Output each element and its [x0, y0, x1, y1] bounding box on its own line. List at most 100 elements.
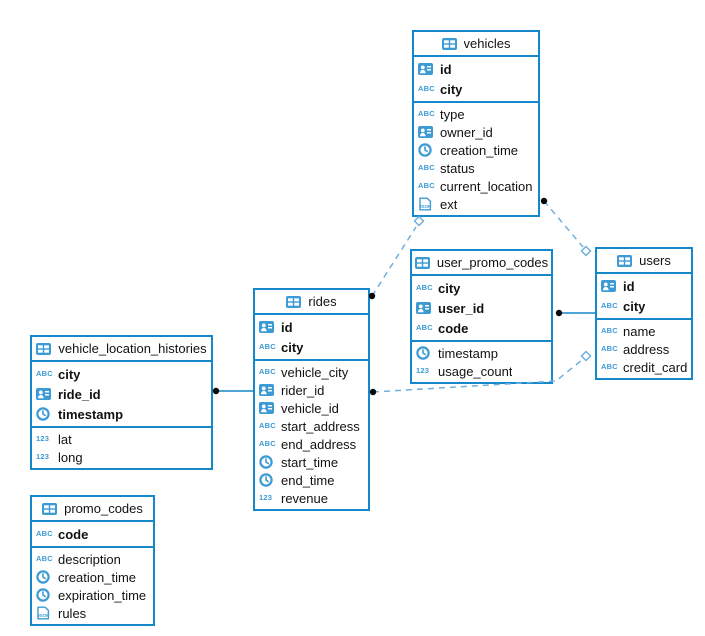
uuid-type-icon	[416, 302, 431, 314]
table-header[interactable]: vehicle_location_histories	[32, 337, 211, 362]
table-title: rides	[308, 294, 337, 309]
table-header[interactable]: users	[597, 249, 691, 274]
relation-vehicles-users[interactable]	[543, 200, 584, 248]
number-type-icon: 123	[259, 493, 273, 503]
column-row[interactable]: id	[414, 59, 538, 79]
table-title: promo_codes	[64, 501, 143, 516]
type-icon-slot: ABC	[259, 368, 276, 376]
column-row[interactable]: expiration_time	[32, 586, 153, 604]
table-header[interactable]: rides	[255, 290, 368, 315]
timestamp-type-icon	[259, 455, 273, 469]
type-icon-slot: ABC	[418, 182, 435, 190]
column-name: owner_id	[440, 124, 493, 140]
type-icon-slot: ABC	[418, 110, 435, 118]
column-row[interactable]: ABC city	[32, 364, 211, 384]
relation-one-end-diamond	[580, 245, 592, 257]
column-name: revenue	[281, 490, 328, 506]
column-row[interactable]: vehicle_id	[255, 399, 368, 417]
column-row[interactable]: rider_id	[255, 381, 368, 399]
type-icon-slot: 123	[259, 494, 276, 502]
type-icon-slot: 123	[36, 435, 53, 443]
table-header[interactable]: vehicles	[414, 32, 538, 57]
column-name: city	[623, 298, 646, 314]
svg-text:JSON: JSON	[37, 613, 49, 618]
table-header[interactable]: promo_codes	[32, 497, 153, 522]
table-icon	[286, 295, 303, 308]
table-header[interactable]: user_promo_codes	[412, 251, 551, 276]
type-icon-slot	[36, 388, 53, 400]
column-row[interactable]: ABC current_location	[414, 177, 538, 195]
string-type-icon: ABC	[36, 369, 53, 379]
column-name: current_location	[440, 178, 533, 194]
uuid-type-icon	[259, 384, 274, 396]
column-row[interactable]: 123 long	[32, 448, 211, 466]
column-row[interactable]: id	[255, 317, 368, 337]
column-row[interactable]: owner_id	[414, 123, 538, 141]
json-type-icon: JSON	[37, 606, 49, 620]
uuid-type-icon	[259, 402, 274, 414]
uuid-type-icon	[418, 126, 433, 138]
column-name: city	[438, 280, 461, 296]
string-type-icon: ABC	[259, 342, 276, 352]
uuid-type-icon	[418, 63, 433, 75]
column-name: long	[58, 449, 83, 465]
column-row[interactable]: user_id	[412, 298, 551, 318]
column-row[interactable]: id	[597, 276, 691, 296]
type-icon-slot	[418, 126, 435, 138]
column-row[interactable]: creation_time	[414, 141, 538, 159]
svg-text:JSON: JSON	[419, 204, 431, 209]
type-icon-slot	[36, 407, 53, 421]
string-type-icon: ABC	[416, 323, 433, 333]
column-name: code	[58, 526, 89, 542]
table-vehicle_location_histories[interactable]: vehicle_location_histories ABC city ride_i…	[30, 335, 213, 470]
column-row[interactable]: 123 revenue	[255, 489, 368, 507]
column-row[interactable]: ABC type	[414, 105, 538, 123]
column-row[interactable]: start_time	[255, 453, 368, 471]
column-row[interactable]: creation_time	[32, 568, 153, 586]
column-name: city	[58, 366, 81, 382]
column-row[interactable]: ride_id	[32, 384, 211, 404]
column-row[interactable]: timestamp	[32, 404, 211, 424]
table-icon	[36, 342, 53, 355]
column-name: vehicle_id	[281, 400, 339, 416]
type-icon-slot	[259, 455, 276, 469]
uuid-type-icon	[259, 321, 274, 333]
column-name: start_time	[281, 454, 339, 470]
json-type-icon: JSON	[419, 197, 431, 211]
table-icon	[42, 502, 59, 515]
column-row[interactable]: timestamp	[412, 344, 551, 362]
column-name: type	[440, 106, 465, 122]
type-icon-slot	[36, 588, 53, 602]
number-type-icon: 123	[36, 452, 50, 462]
column-row[interactable]: end_time	[255, 471, 368, 489]
column-name: creation_time	[58, 569, 137, 585]
type-icon-slot	[259, 384, 276, 396]
